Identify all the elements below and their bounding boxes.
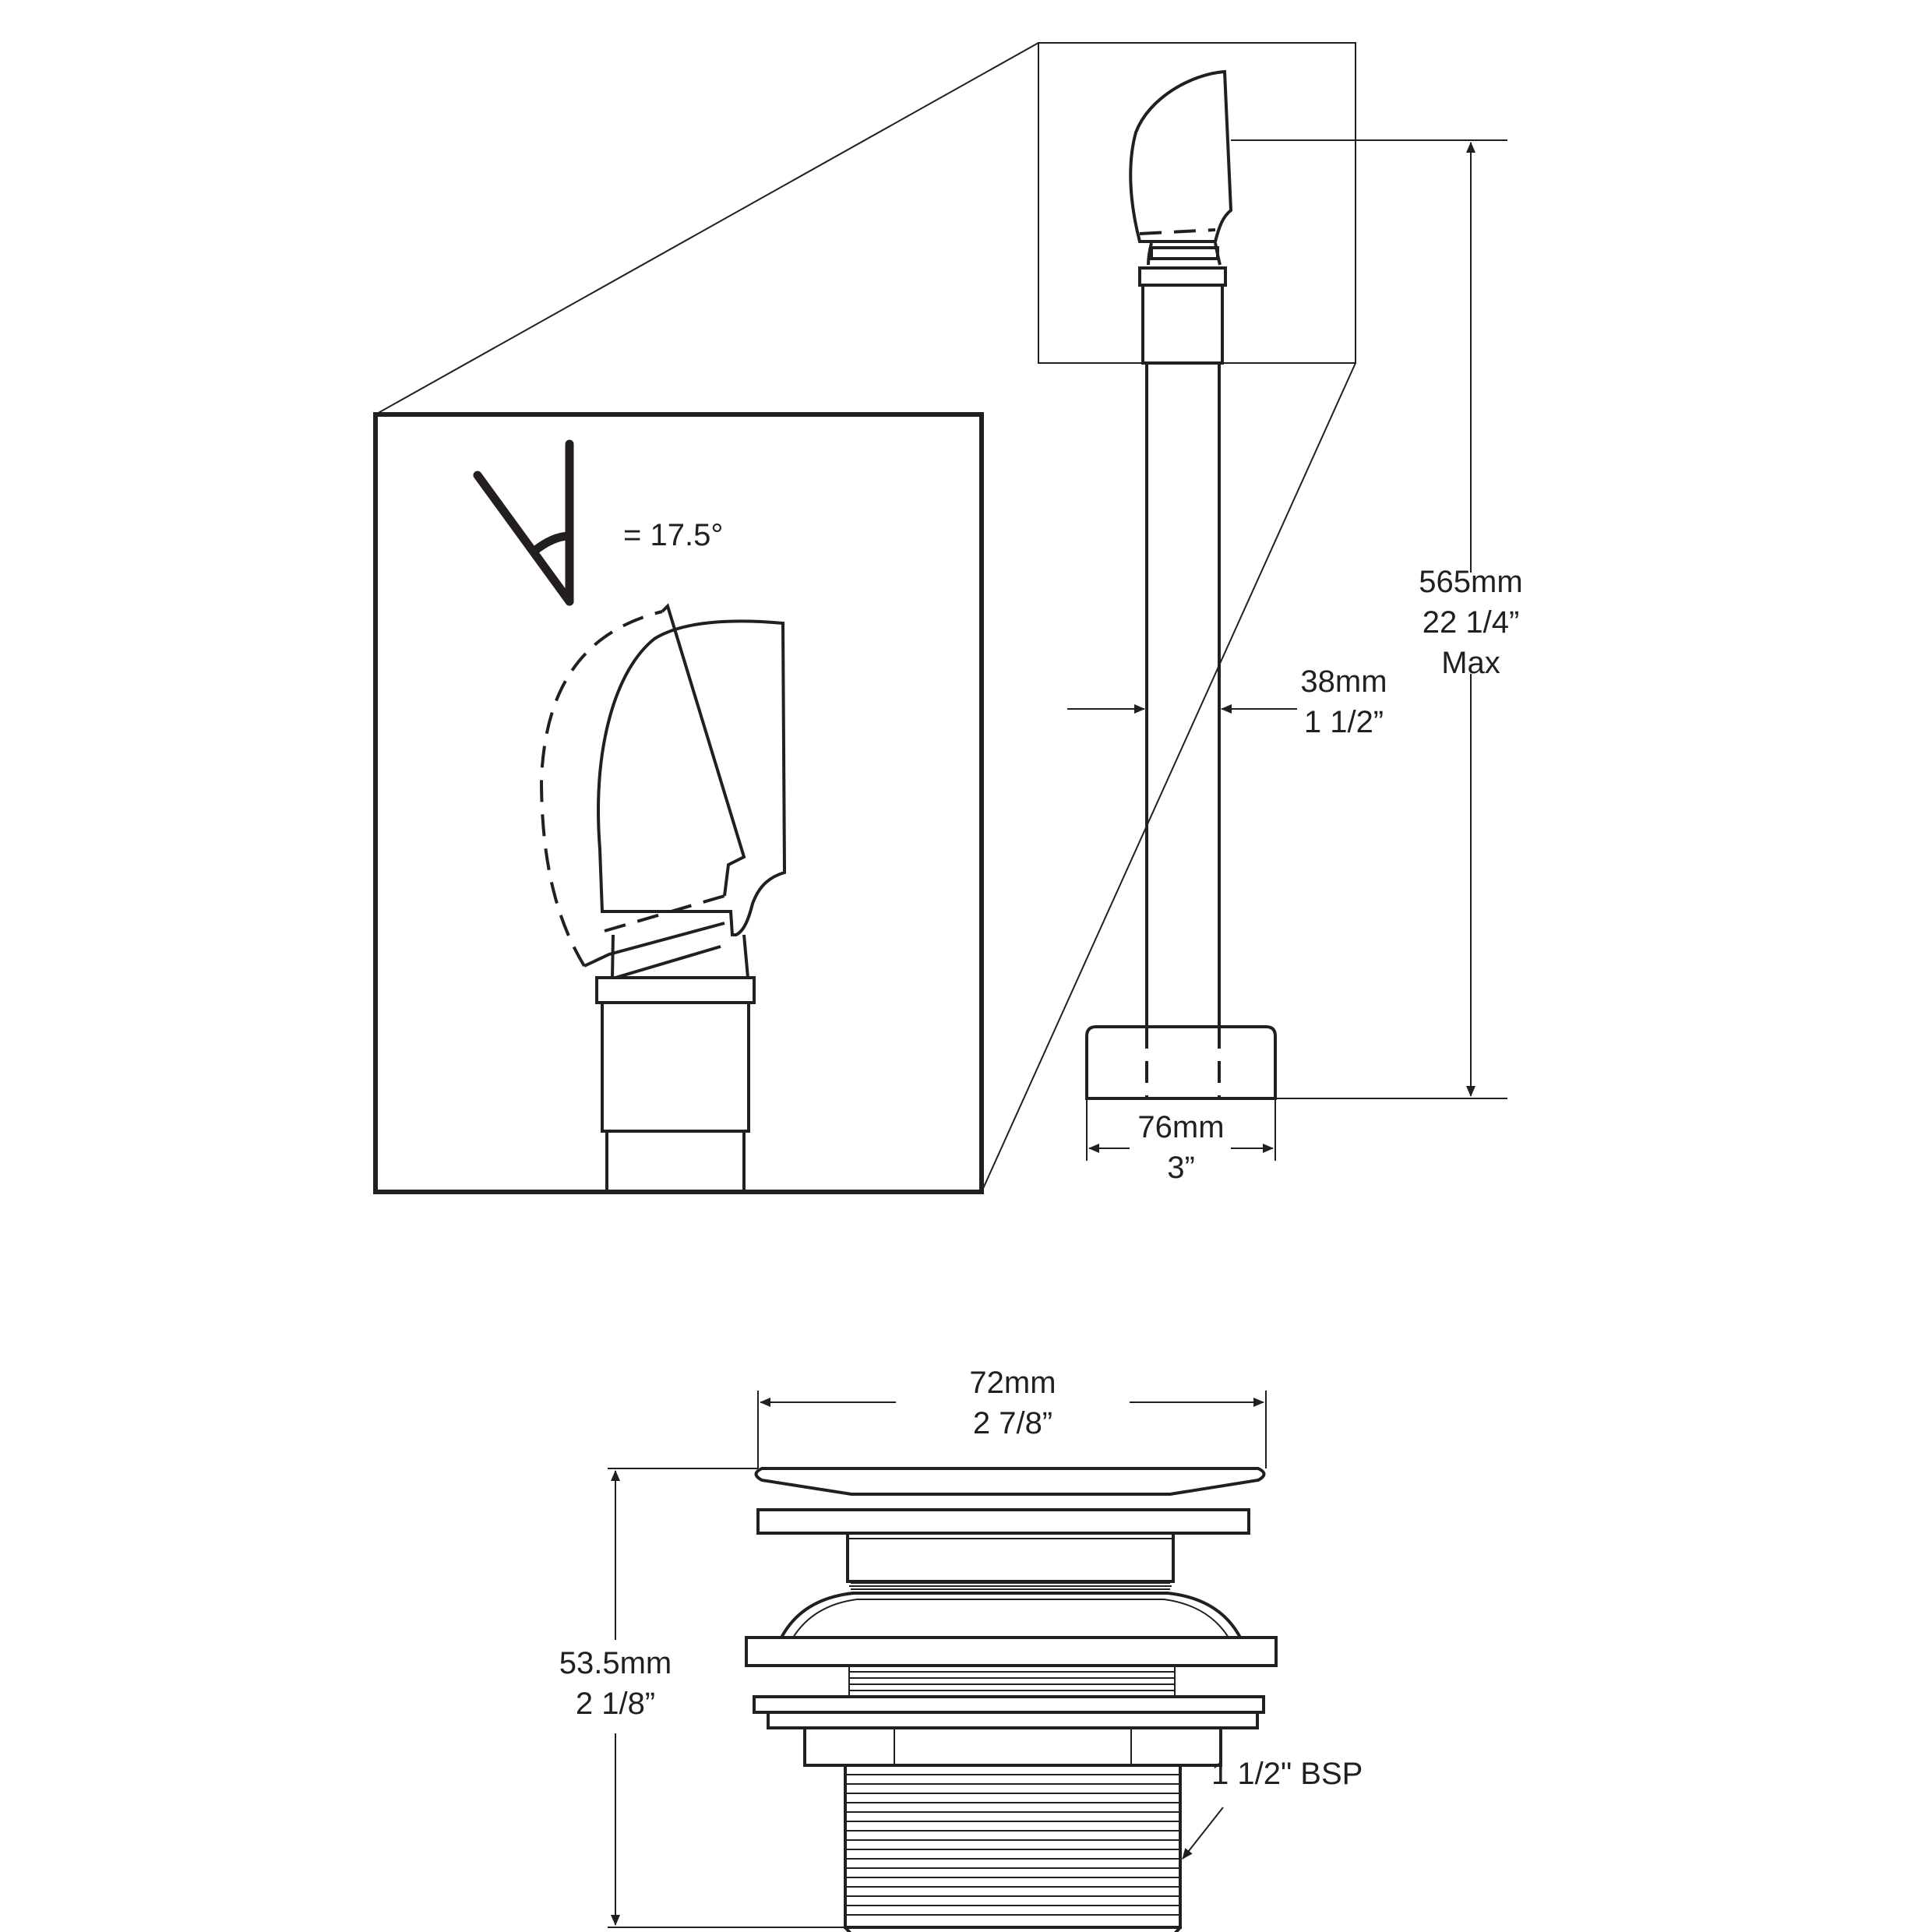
height-dimension: 565mm 22 1/4” Max: [1231, 139, 1523, 1099]
thread-label: 1 1/2" BSP: [1211, 1757, 1363, 1791]
height-note-label: Max: [1441, 646, 1500, 680]
waste-height-inch-label: 2 1/8”: [576, 1687, 655, 1721]
waste-width-dimension: 72mm 2 7/8”: [757, 1366, 1267, 1468]
waste-middle-thread: [848, 1665, 1176, 1698]
waste-height-mm-label: 53.5mm: [559, 1646, 672, 1680]
height-mm-label: 565mm: [1419, 565, 1522, 599]
projection-line-top: [375, 42, 1039, 415]
waste-plate: [756, 1508, 1250, 1535]
thread-callout: 1 1/2" BSP: [1182, 1757, 1363, 1860]
standpipe-base: [1085, 1025, 1277, 1100]
waste-height-dimension: 53.5mm 2 1/8”: [559, 1468, 845, 1928]
standpipe-collar-body: [1141, 284, 1224, 365]
waste-back-nut: [803, 1726, 1222, 1767]
top-detail-frame: [1038, 42, 1356, 364]
spout-tilted-outline: [539, 603, 746, 979]
angle-label: = 17.5°: [623, 518, 723, 552]
waste-dome: [780, 1592, 1242, 1638]
standpipe-elevation: [1038, 42, 1356, 1100]
waste-washer: [753, 1695, 1265, 1714]
pipe-diameter-mm-label: 38mm: [1300, 665, 1387, 699]
detail-collar: [595, 976, 756, 1193]
waste-lower-thread: [844, 1764, 1182, 1932]
waste-width-inch-label: 2 7/8”: [973, 1406, 1052, 1440]
waste-back-nut-plate: [767, 1711, 1259, 1729]
height-inch-label: 22 1/4”: [1423, 605, 1520, 640]
waste-width-mm-label: 72mm: [969, 1366, 1056, 1400]
spout-upright-outline: [597, 619, 787, 978]
standpipe-spout: [1129, 69, 1233, 266]
angle-symbol: [473, 439, 574, 606]
waste-main-flange: [745, 1636, 1278, 1667]
base-width-dimension: 76mm 3”: [1086, 1098, 1276, 1185]
pipe-diameter-dimension: 38mm 1 1/2”: [1067, 665, 1387, 739]
waste-top-flange: [754, 1467, 1266, 1496]
spout-detail-callout: = 17.5°: [373, 42, 1356, 1194]
base-width-inch-label: 3”: [1167, 1151, 1195, 1185]
pipe-diameter-inch-label: 1 1/2”: [1304, 705, 1384, 739]
base-width-mm-label: 76mm: [1137, 1110, 1224, 1144]
projection-line-bottom: [981, 362, 1356, 1193]
standpipe-collar: [1138, 266, 1227, 287]
waste-neck: [846, 1532, 1175, 1583]
basin-waste: [745, 1467, 1278, 1932]
